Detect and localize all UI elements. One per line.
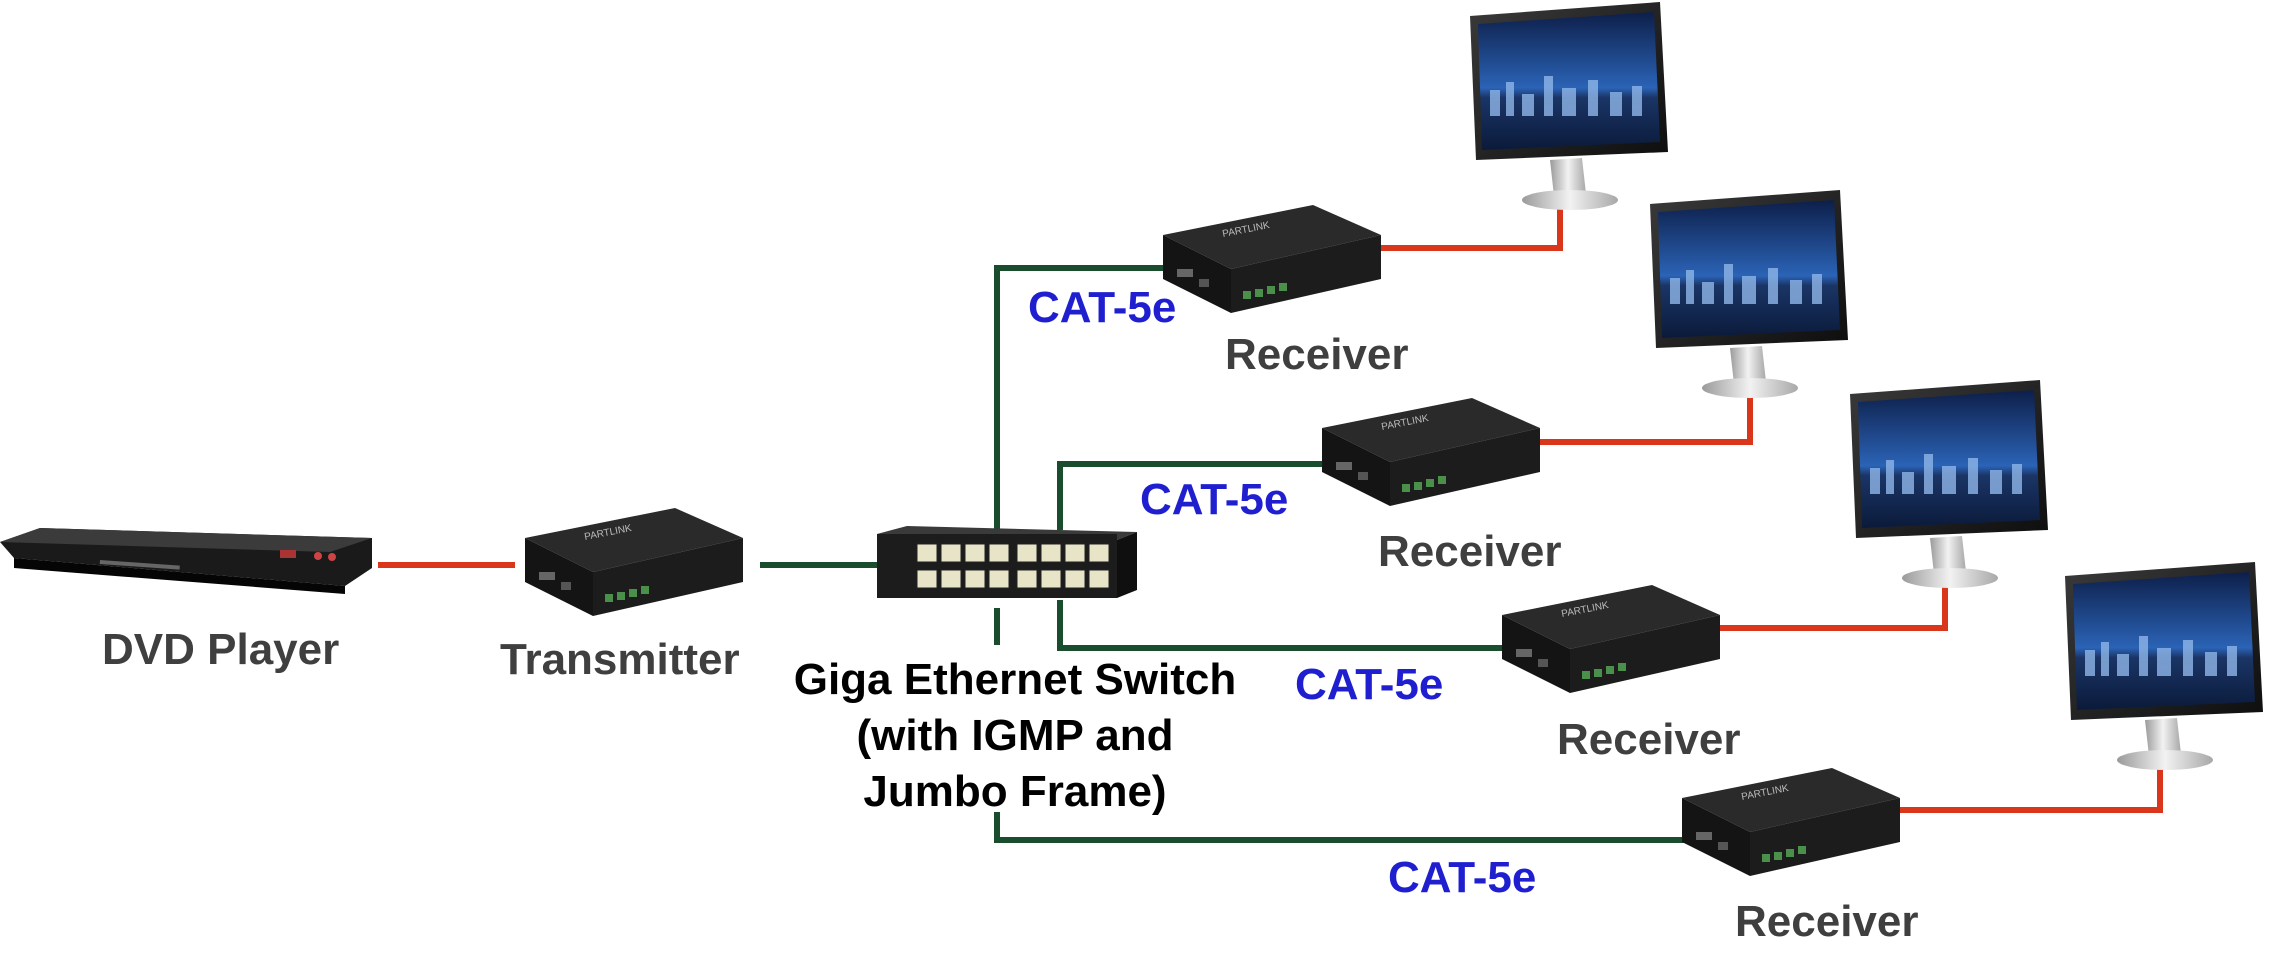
- monitor-icon: [1650, 190, 1848, 398]
- transmitter-label: Transmitter: [500, 635, 740, 684]
- switch-label-line2: (with IGMP and: [856, 711, 1174, 760]
- switch-label-line1: Giga Ethernet Switch: [793, 655, 1237, 704]
- monitor-icon: [1850, 380, 2048, 588]
- cable-label-1: CAT-5e: [1028, 283, 1177, 332]
- receiver-icon: [1163, 205, 1381, 313]
- receiver-label-3: Receiver: [1557, 715, 1741, 764]
- switch-icon: [877, 526, 1137, 598]
- cable-label-3: CAT-5e: [1295, 660, 1444, 709]
- receiver-label-4: Receiver: [1735, 897, 1919, 946]
- switch-label-line3: Jumbo Frame): [863, 767, 1167, 816]
- cable-label-2: CAT-5e: [1140, 475, 1289, 524]
- receiver-label-2: Receiver: [1378, 527, 1562, 576]
- receiver-label-1: Receiver: [1225, 330, 1409, 379]
- switch-label: Giga Ethernet Switch (with IGMP and Jumb…: [790, 652, 1240, 820]
- receiver-icon: [1682, 768, 1900, 876]
- monitor-icon: [2065, 562, 2263, 770]
- receiver-icon: [1502, 585, 1720, 693]
- transmitter-icon: [525, 508, 743, 616]
- cat5e-cables: [760, 265, 1700, 843]
- monitor-icon: [1470, 2, 1668, 210]
- dvd-player-icon: [0, 528, 372, 594]
- receiver-icon: [1322, 398, 1540, 506]
- dvd-player-label: DVD Player: [102, 625, 340, 674]
- cable-label-4: CAT-5e: [1388, 853, 1537, 902]
